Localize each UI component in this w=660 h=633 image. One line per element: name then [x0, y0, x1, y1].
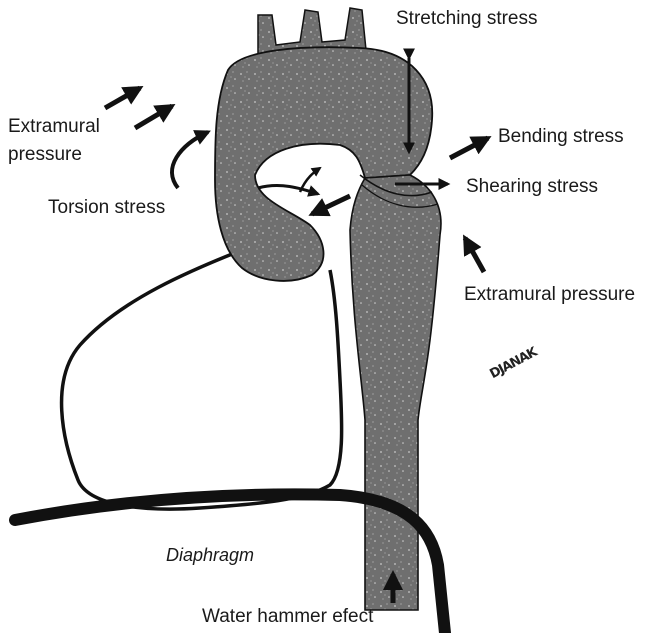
- extramural-arrow-1: [105, 88, 140, 108]
- label-diaphragm: Diaphragm: [166, 545, 254, 567]
- label-water-hammer: Water hammer efect: [202, 606, 373, 629]
- extramural-arrow-right: [465, 238, 484, 272]
- label-bending-stress: Bending stress: [498, 126, 624, 149]
- torsion-arrow: [258, 186, 318, 194]
- bending-arrow: [450, 138, 488, 158]
- curved-arrow-left: [172, 132, 208, 188]
- label-shearing-stress: Shearing stress: [466, 176, 598, 199]
- extramural-arrow-2: [135, 106, 172, 128]
- label-torsion-stress: Torsion stress: [48, 197, 165, 220]
- label-extramural-left-1: Extramural: [8, 116, 100, 139]
- label-stretching-stress: Stretching stress: [396, 8, 538, 31]
- isthmus-arrow: [312, 196, 350, 214]
- heart-outline: [62, 245, 342, 509]
- label-extramural-left-2: pressure: [8, 144, 82, 167]
- label-extramural-right: Extramural pressure: [464, 284, 635, 307]
